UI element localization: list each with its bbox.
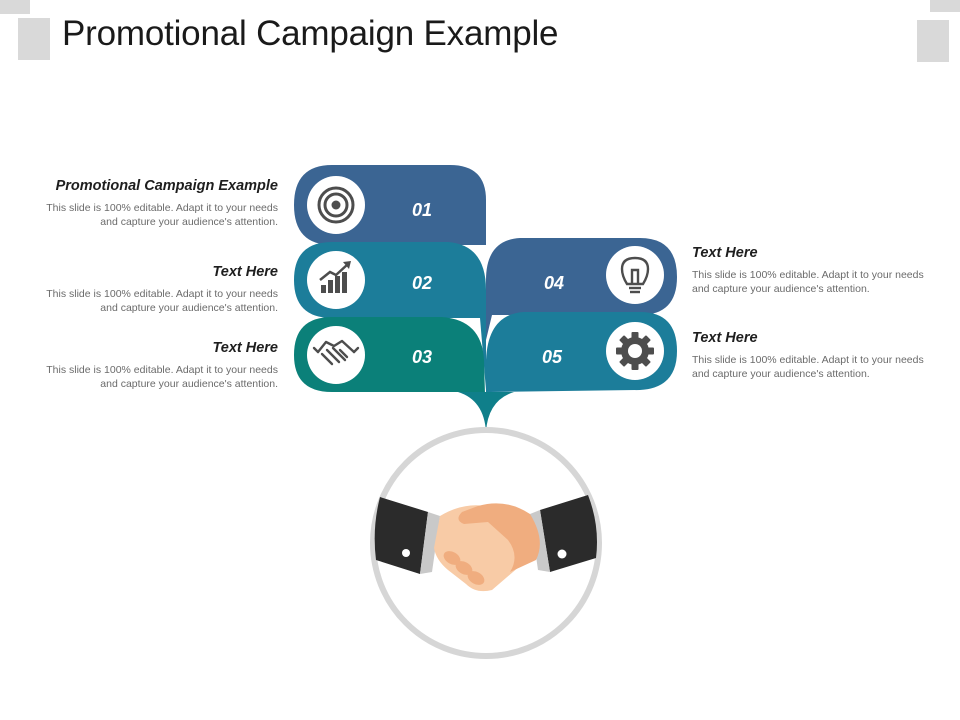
right-item-1: Text Here This slide is 100% editable. A… bbox=[692, 244, 942, 296]
left-item-3: Text Here This slide is 100% editable. A… bbox=[28, 339, 278, 391]
corner-decoration-right bbox=[917, 20, 949, 62]
step-03-number: 03 bbox=[412, 347, 432, 367]
left-item-1: Promotional Campaign Example This slide … bbox=[28, 177, 278, 229]
growth-chart-icon bbox=[319, 261, 351, 293]
right-item-1-body: This slide is 100% editable. Adapt it to… bbox=[692, 269, 924, 295]
left-item-2-body: This slide is 100% editable. Adapt it to… bbox=[46, 288, 278, 314]
lightbulb-icon bbox=[620, 256, 650, 294]
handshake-icon bbox=[312, 339, 360, 366]
stem-pointer bbox=[458, 392, 514, 432]
step-02-number: 02 bbox=[412, 273, 432, 293]
right-item-1-heading: Text Here bbox=[692, 245, 758, 261]
gear-icon bbox=[616, 332, 654, 370]
step-05-number: 05 bbox=[542, 347, 563, 367]
right-item-2: Text Here This slide is 100% editable. A… bbox=[692, 329, 942, 381]
right-item-2-body: This slide is 100% editable. Adapt it to… bbox=[692, 354, 924, 380]
left-item-1-heading: Promotional Campaign Example bbox=[55, 178, 278, 194]
left-item-2-heading: Text Here bbox=[212, 264, 278, 280]
step-04-icon-circle bbox=[606, 246, 664, 304]
step-04-number: 04 bbox=[544, 273, 564, 293]
left-item-3-heading: Text Here bbox=[212, 340, 278, 356]
step-01-number: 01 bbox=[412, 200, 432, 220]
corner-decoration-left bbox=[18, 18, 50, 60]
left-item-1-body: This slide is 100% editable. Adapt it to… bbox=[46, 202, 278, 228]
corner-decoration-left-top bbox=[0, 0, 30, 14]
slide-title: Promotional Campaign Example bbox=[62, 14, 559, 53]
left-item-2: Text Here This slide is 100% editable. A… bbox=[28, 263, 278, 315]
step-03-icon-circle bbox=[307, 326, 365, 384]
target-icon bbox=[317, 186, 355, 224]
right-item-2-heading: Text Here bbox=[692, 330, 758, 346]
left-item-3-body: This slide is 100% editable. Adapt it to… bbox=[46, 364, 278, 390]
corner-decoration-right-top bbox=[930, 0, 960, 12]
handshake-illustration bbox=[374, 495, 597, 592]
